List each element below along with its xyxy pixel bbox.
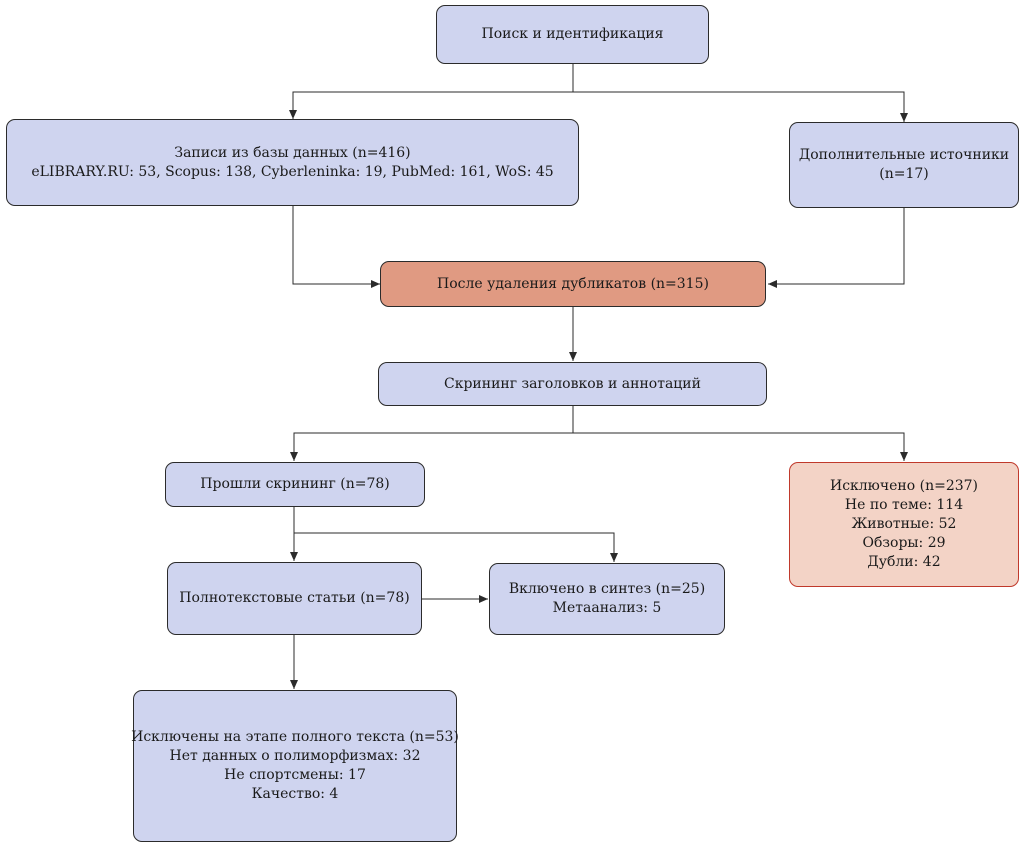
node-ft-excluded-line-2: Нет данных о полиморфизмах: 32 [169,748,421,764]
node-dedup-line-1: После удаления дубликатов (n=315) [437,275,709,292]
node-additional-line-1: Дополнительные источники [798,147,1010,163]
node-screening-line-1: Скрининг заголовков и аннотаций [444,375,701,392]
node-ft-excluded: Исключены на этапе полного текста (n=53)… [131,690,459,842]
node-excluded-line-1: Исключено (n=237) [829,478,979,494]
node-excluded-line-2: Не по теме: 114 [844,497,964,513]
node-excluded-line-3: Животные: 52 [851,516,957,532]
node-fulltext-line-1: Полнотекстовые статьи (n=78) [179,590,410,606]
node-additional: Дополнительные источники (n=17) [789,122,1019,208]
node-excluded-line-5: Дубли: 42 [867,554,941,570]
node-excluded-line-4: Обзоры: 29 [862,535,946,551]
edge-search-to-records [289,64,574,119]
edge-additional-to-dedup [768,208,905,288]
edge-passed-to-included [294,532,618,562]
node-additional-line-2: (n=17) [879,166,929,182]
node-screening: Скрининг заголовков и аннотаций [378,362,767,406]
node-ft-excluded-line-4: Качество: 4 [251,786,339,802]
node-dedup: После удаления дубликатов (n=315) [380,261,766,307]
edge-screening-to-excluded [573,432,908,461]
node-included: Включено в синтез (n=25) Метаанализ: 5 [489,563,725,635]
node-records-line-1: Записи из базы данных (n=416) [174,144,411,161]
node-fulltext: Полнотекстовые статьи (n=78) [167,562,422,635]
node-records-line-2: eLIBRARY.RU: 53, Scopus: 138, Cyberlenin… [31,163,554,180]
edge-records-to-dedup [292,206,380,288]
edge-screening-to-passed [290,406,574,461]
node-excluded: Исключено (n=237) Не по теме: 114 Животн… [789,462,1019,587]
node-included-line-2: Метаанализ: 5 [552,600,662,616]
edge-search-to-additional [573,91,908,122]
node-included-line-1: Включено в синтез (n=25) [508,581,706,597]
node-search-line-1: Поиск и идентификация [481,26,664,42]
node-passed-line-1: Прошли скрининг (n=78) [200,476,390,492]
node-passed: Прошли скрининг (n=78) [165,462,425,507]
node-ft-excluded-line-1: Исключены на этапе полного текста (n=53) [131,729,459,745]
node-records: Записи из базы данных (n=416) eLIBRARY.R… [6,119,579,206]
node-search: Поиск и идентификация [436,5,709,64]
node-ft-excluded-line-3: Не спортсмены: 17 [224,767,366,783]
